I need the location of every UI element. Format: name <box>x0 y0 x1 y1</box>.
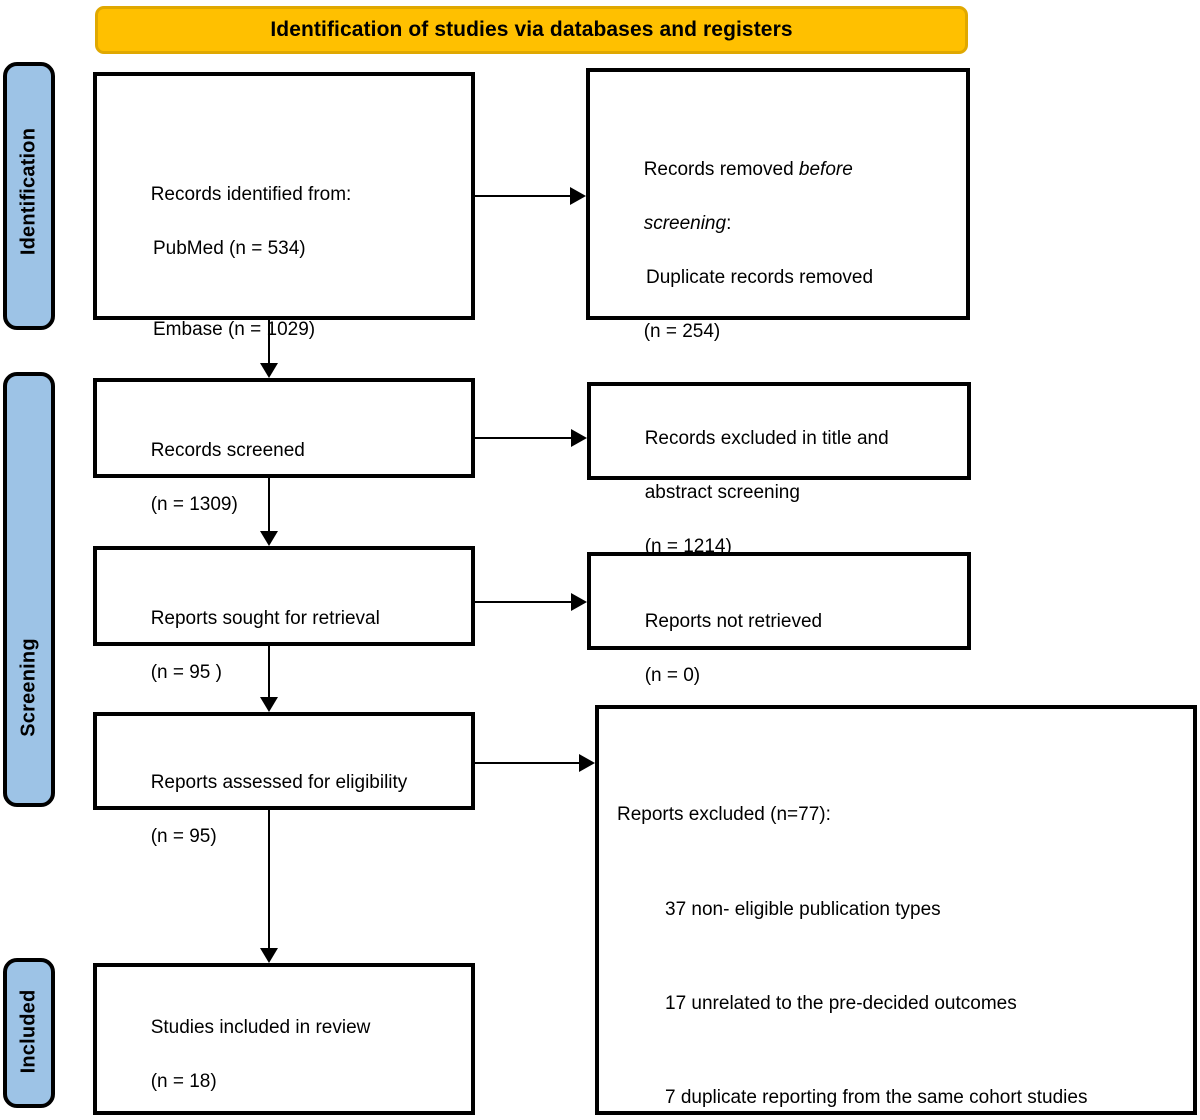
box-records-excluded-title-abstract: Records excluded in title and abstract s… <box>587 382 971 557</box>
reports-sought-count: (n = 95 ) <box>150 662 222 683</box>
reports-not-retrieved-count: (n = 0) <box>644 665 701 686</box>
phase-label-included: Included <box>3 958 55 1108</box>
arrow-identified-to-screened <box>260 320 278 378</box>
box-records-screened: Records screened (n = 1309) <box>93 378 475 515</box>
records-removed-line1-prefix: Records removed <box>643 159 799 180</box>
box-reports-excluded-reasons: Reports excluded (n=77): 37 non- eligibl… <box>595 705 1197 1115</box>
reports-assessed-count: (n = 95) <box>150 826 217 847</box>
phase-label-screening: Screening <box>3 372 55 807</box>
arrow-assessed-to-included <box>260 810 278 963</box>
records-removed-line2-italic: screening <box>643 213 727 234</box>
box-records-removed-text: Records removed before screening: Duplic… <box>612 129 954 372</box>
box-records-removed-before-screening: Records removed before screening: Duplic… <box>586 68 970 342</box>
box-records-screened-text: Records screened (n = 1309) <box>119 410 459 545</box>
box-records-identified-text: Records identified from: PubMed (n = 534… <box>119 154 459 397</box>
records-identified-line1: Records identified from: <box>150 184 352 205</box>
reports-excluded-reason-3: 7 duplicate reporting from the same coho… <box>665 1087 1088 1108</box>
box-reports-assessed-text: Reports assessed for eligibility (n = 95… <box>119 742 459 877</box>
records-screened-label: Records screened <box>150 440 305 461</box>
records-removed-line1-italic: before <box>798 159 853 180</box>
studies-included-count: (n = 18) <box>150 1071 217 1092</box>
reports-assessed-label: Reports assessed for eligibility <box>150 772 408 793</box>
box-records-identified: Records identified from: PubMed (n = 534… <box>93 72 475 340</box>
reports-not-retrieved-label: Reports not retrieved <box>644 611 823 632</box>
arrow-screened-to-sought <box>260 478 278 546</box>
reports-excluded-reason-2: 17 unrelated to the pre-decided outcomes <box>665 993 1017 1014</box>
box-reports-not-retrieved-text: Reports not retrieved (n = 0) <box>613 581 955 716</box>
box-reports-excluded-text: Reports excluded (n=77): 37 non- eligibl… <box>617 747 1185 1120</box>
reports-excluded-reason-1: 37 non- eligible publication types <box>665 899 941 920</box>
diagram-header-banner: Identification of studies via databases … <box>95 6 968 54</box>
records-removed-line2-colon: : <box>726 213 732 234</box>
box-records-excluded-title-abstract-text: Records excluded in title and abstract s… <box>613 398 955 587</box>
box-studies-included: Studies included in review (n = 18) Repo… <box>93 963 475 1115</box>
records-excluded-ta-count: (n = 1214) <box>644 536 732 557</box>
box-reports-sought-text: Reports sought for retrieval (n = 95 ) <box>119 578 459 713</box>
records-removed-count: (n = 254) <box>643 321 721 342</box>
reports-excluded-heading: Reports excluded (n=77): <box>617 804 831 825</box>
records-removed-duplicates: Duplicate records removed <box>646 267 874 288</box>
phase-label-screening-text: Screening <box>17 638 40 737</box>
box-reports-not-retrieved: Reports not retrieved (n = 0) <box>587 552 971 686</box>
records-screened-count: (n = 1309) <box>150 494 238 515</box>
arrow-sought-to-assessed <box>260 646 278 712</box>
box-studies-included-text: Studies included in review (n = 18) Repo… <box>119 987 459 1120</box>
records-excluded-ta-line2: abstract screening <box>644 482 800 503</box>
arrow-identified-to-removed <box>475 187 586 205</box>
diagram-title: Identification of studies via databases … <box>270 18 793 41</box>
studies-included-label: Studies included in review <box>150 1017 371 1038</box>
records-identified-pubmed: PubMed (n = 534) <box>153 238 306 259</box>
arrow-assessed-to-reports-excluded <box>475 754 595 772</box>
records-identified-embase: Embase (n = 1029) <box>153 319 316 340</box>
records-excluded-ta-line1: Records excluded in title and <box>644 428 889 449</box>
reports-sought-label: Reports sought for retrieval <box>150 608 380 629</box>
phase-label-identification-text: Identification <box>17 127 40 256</box>
box-reports-assessed-for-eligibility: Reports assessed for eligibility (n = 95… <box>93 712 475 847</box>
phase-label-included-text: Included <box>17 989 40 1074</box>
box-reports-sought-for-retrieval: Reports sought for retrieval (n = 95 ) <box>93 546 475 683</box>
phase-label-identification: Identification <box>3 62 55 330</box>
arrow-sought-to-not-retrieved <box>475 593 587 611</box>
arrow-screened-to-excluded <box>475 429 587 447</box>
